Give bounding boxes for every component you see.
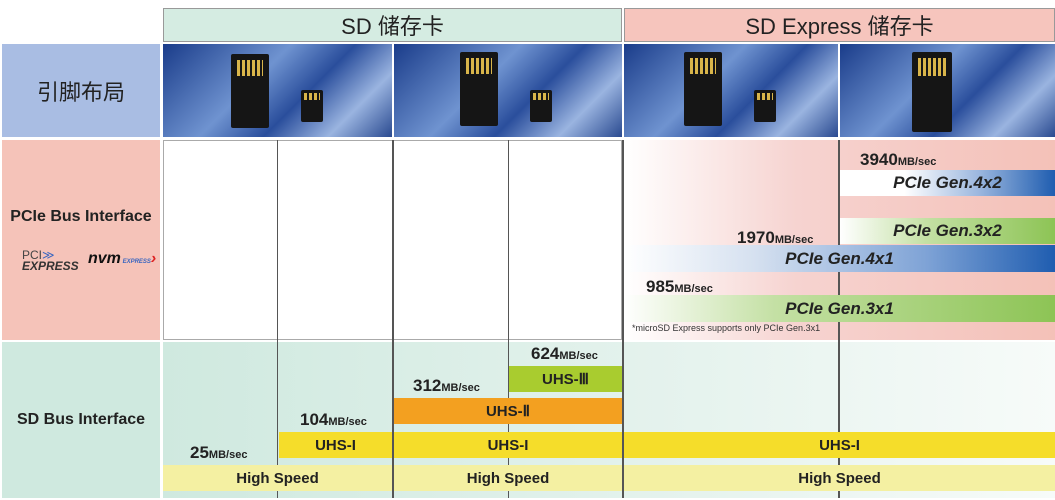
speed-312: 312MB/sec bbox=[413, 376, 480, 395]
speed-104: 104MB/sec bbox=[300, 410, 367, 429]
bar-pcie-gen3x1: PCIe Gen.3x1 bbox=[624, 295, 1055, 322]
speed-25: 25MB/sec bbox=[190, 443, 248, 462]
speed-985: 985MB/sec bbox=[646, 277, 713, 296]
pcie-label-cell: PCIe Bus Interface PCI≫EXPRESS nvm EXPRE… bbox=[2, 140, 160, 340]
bar-pcie-gen3x2: PCIe Gen.3x2 bbox=[840, 218, 1055, 244]
bar-high-speed-sd2: High Speed bbox=[394, 465, 622, 491]
sd-express-image-2 bbox=[840, 44, 1055, 137]
bar-uhs1-express: UHS-I bbox=[624, 432, 1055, 458]
bar-pcie-gen4x2: PCIe Gen.4x2 bbox=[840, 170, 1055, 196]
bar-uhs1-sd2: UHS-I bbox=[394, 432, 622, 458]
pcie-label: PCIe Bus Interface bbox=[10, 208, 152, 225]
speed-1970: 1970MB/sec bbox=[737, 228, 814, 247]
nvm-express-logo: nvm EXPRESS› bbox=[88, 250, 157, 267]
sd-card-header: SD 储存卡 bbox=[163, 8, 622, 42]
pci-express-logo: PCI≫EXPRESS bbox=[22, 248, 79, 273]
sd-card-image-2 bbox=[394, 44, 622, 137]
speed-624: 624MB/sec bbox=[531, 344, 598, 363]
sd-express-header: SD Express 储存卡 bbox=[624, 8, 1055, 42]
bar-uhs3: UHS-Ⅲ bbox=[509, 366, 622, 392]
sd-express-image-1 bbox=[624, 44, 838, 137]
bar-high-speed-express: High Speed bbox=[624, 465, 1055, 491]
sd-bus-label: SD Bus Interface bbox=[2, 342, 160, 498]
bar-uhs2: UHS-Ⅱ bbox=[394, 398, 622, 424]
bar-uhs1-sd1: UHS-I bbox=[279, 432, 392, 458]
microsd-note: *microSD Express supports only PCIe Gen.… bbox=[632, 323, 821, 333]
speed-3940: 3940MB/sec bbox=[860, 150, 937, 169]
bar-high-speed-sd1: High Speed bbox=[163, 465, 392, 491]
sd-card-image-1 bbox=[163, 44, 392, 137]
pinout-label: 引脚布局 bbox=[2, 44, 160, 137]
bar-pcie-gen4x1: PCIe Gen.4x1 bbox=[624, 245, 1055, 272]
